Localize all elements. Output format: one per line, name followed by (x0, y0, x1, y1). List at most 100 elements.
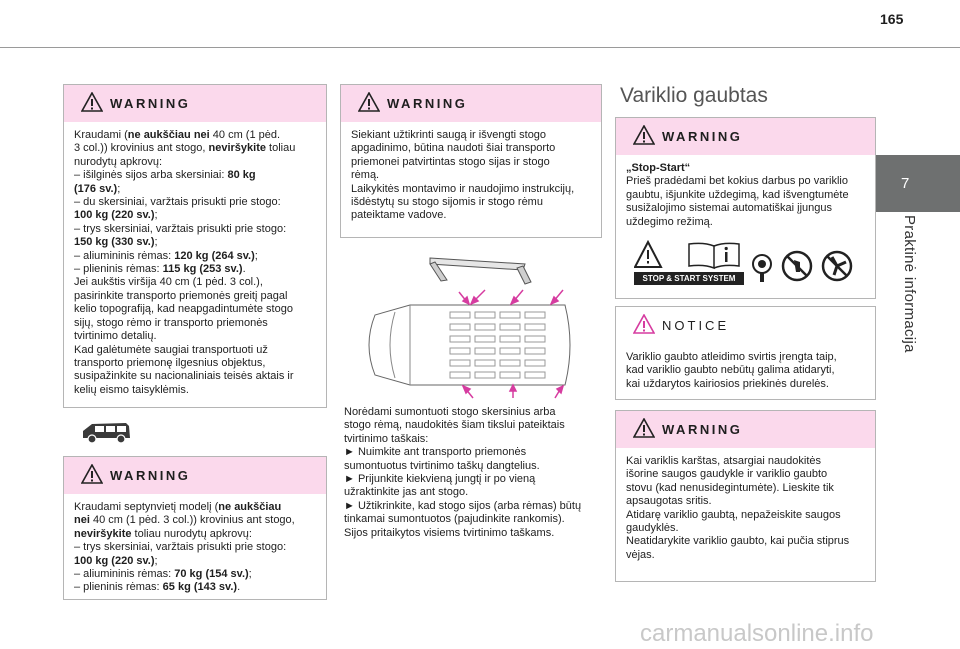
warning-text: „Stop-Start“Prieš pradėdami bet kokius d… (616, 155, 875, 237)
warning-text: Kraudami septynvietį modelį (ne aukščiau… (64, 494, 326, 603)
notice-header: NOTICE (616, 307, 875, 344)
warning-title: WARNING (662, 129, 743, 144)
text-line: išdėstytų su stogo sijomis ir stogo rėmu (351, 196, 543, 209)
text-line: sijų, stogo rėmo ir transporto priemonės (74, 316, 268, 329)
warning-box-seven-seat: WARNING Kraudami septynvietį modelį (ne … (63, 456, 327, 600)
watermark: carmanualsonline.info (640, 620, 874, 647)
text-line: kelių eismo taisyklėmis. (74, 383, 189, 396)
text-line: nurodytų apkrovų: (74, 155, 163, 168)
text-line: priemonei patvirtintas stogo sijas ir st… (351, 155, 550, 168)
warning-triangle-icon (633, 125, 655, 145)
text-line: Neatidarykite variklio gaubto, kai pučia… (626, 535, 850, 548)
text-line: (176 sv.); (74, 182, 121, 195)
warning-triangle-icon (81, 464, 103, 484)
warning-triangle-icon (81, 92, 103, 112)
warning-header: WARNING (64, 85, 326, 122)
text-line: Sijos pritaikytos visiems tvirtinimo taš… (344, 526, 555, 539)
warning-box-stop-start: WARNING „Stop-Start“Prieš pradėdami bet … (615, 117, 876, 299)
text-line: – trys skersiniai, varžtais prisukti pri… (74, 541, 287, 554)
text-line: ► Užtikrinkite, kad stogo sijos (arba rė… (344, 499, 582, 512)
text-line: Kad galėtumėte saugiai transportuoti už (74, 343, 268, 356)
warning-text: Kai variklis karštas, atsargiai naudokit… (616, 448, 875, 570)
seven-seat-van-icon (83, 423, 130, 444)
text-line: apsaugotas sritis. (626, 495, 712, 508)
text-line: uždegimo režimą. (626, 215, 713, 228)
text-line: kelio topografiją, kad neapgadintumėte s… (74, 303, 293, 316)
warning-title: WARNING (110, 468, 191, 483)
text-line: gaudyklės. (626, 522, 679, 535)
warning-triangle-icon (633, 418, 655, 438)
text-line: išorine saugos gaudykle ir variklio gaub… (626, 468, 828, 481)
roof-mounting-illustration (368, 257, 571, 399)
text-line: kad variklio gaubto nebūtų galima atidar… (626, 364, 835, 377)
text-line: 100 kg (220 sv.); (74, 209, 158, 222)
text-line: kai uždarytos kairiosios priekinės durel… (626, 377, 829, 390)
text-line: apgadinimo, būtina naudoti šiai transpor… (351, 142, 556, 155)
text-line: vėjas. (626, 548, 655, 561)
text-line: Jei aukštis viršija 40 cm (1 pėd. 3 col.… (74, 276, 263, 289)
text-line: – aliumininis rėmas: 70 kg (154 sv.); (74, 568, 252, 581)
text-line: Atidarę variklio gaubtą, nepažeiskite sa… (626, 508, 841, 521)
text-line: užraktinkite jas ant stogo. (344, 486, 469, 499)
warning-header: WARNING (341, 85, 601, 122)
text-line: ► Nuimkite ant transporto priemonės (344, 446, 527, 459)
text-line: 100 kg (220 sv.); (74, 554, 158, 567)
notice-box-hood-release: NOTICE Variklio gaubto atleidimo svirtis… (615, 306, 876, 400)
text-line: susižalojimo sistemai automatiškai įjung… (626, 202, 833, 215)
warning-header: WARNING (616, 411, 875, 448)
text-line: – du skersiniai, varžtais prisukti prie … (74, 196, 281, 209)
notice-text: Variklio gaubto atleidimo svirtis įrengt… (616, 344, 875, 399)
text-line: transporto priemonę ilgesnius objektus, (74, 356, 266, 369)
text-line: pasirinkite transporto priemonės greitį … (74, 289, 288, 302)
chapter-number: 7 (901, 175, 910, 192)
chapter-tab: 7 (861, 155, 960, 212)
warning-box-hot-engine: WARNING Kai variklis karštas, atsargiai … (615, 410, 876, 582)
caution-manual-icon (634, 240, 740, 270)
text-line: nei 40 cm (1 pėd. 3 col.)) krovinius ant… (74, 514, 295, 527)
warning-triangle-icon (358, 92, 380, 112)
mounting-instructions: Norėdami sumontuoti stogo skersinius arb… (344, 406, 604, 540)
stop-start-badge: STOP & START SYSTEM (634, 272, 744, 285)
text-line: 3 col.)) krovinius ant stogo, neviršykit… (74, 142, 296, 155)
text-line: ► Prijunkite kiekvieną jungtį ir po vien… (344, 473, 536, 486)
no-touch-fan-icon (752, 250, 853, 282)
warning-box-roof-load: WARNING Kraudami (ne aukščiau nei 40 cm … (63, 84, 327, 408)
text-line: Variklio gaubto atleidimo svirtis įrengt… (626, 351, 837, 363)
page-number: 165 (880, 11, 904, 27)
section-title: Variklio gaubtas (620, 84, 768, 107)
text-line: „Stop-Start“ (626, 162, 691, 174)
text-line: stovu (kad nenusidegintumėte). Lieskite … (626, 481, 834, 494)
chapter-title: Praktinė informacija (901, 215, 918, 353)
warning-text: Kraudami (ne aukščiau nei 40 cm (1 pėd.3… (64, 122, 326, 405)
text-line: tvirtinimo taškais: (344, 432, 429, 445)
header-rule (0, 47, 960, 48)
text-line: tvirtinimo detalių. (74, 330, 157, 343)
text-line: 150 kg (330 sv.); (74, 236, 158, 249)
text-line: gaubtu, išjunkite uždegimą, kad išvengtu… (626, 188, 849, 201)
text-line: Kraudami septynvietį modelį (ne aukščiau (74, 501, 282, 513)
text-line: neviršykite toliau nurodytų apkrovų: (74, 527, 252, 540)
notice-triangle-icon (633, 314, 655, 334)
text-line: – išilginės sijos arba skersiniai: 80 kg (74, 169, 256, 182)
warning-header: WARNING (616, 118, 875, 155)
text-line: – plieninis rėmas: 115 kg (253 sv.). (74, 263, 246, 276)
text-line: Laikykitės montavimo ir naudojimo instru… (351, 182, 575, 195)
warning-text: Siekiant užtikrinti saugą ir išvengti st… (341, 122, 601, 231)
warning-title: WARNING (387, 96, 468, 111)
text-line: – aliumininis rėmas: 120 kg (264 sv.); (74, 249, 258, 262)
warning-title: WARNING (110, 96, 191, 111)
warning-title: WARNING (662, 422, 743, 437)
stop-start-symbols: STOP & START SYSTEM (634, 240, 864, 288)
text-line: susipažinkite su nacionaliniais teisės a… (74, 370, 294, 383)
text-line: stogo rėmą, naudokitės šiam tikslui pate… (344, 419, 565, 432)
text-line: rėmą. (351, 169, 380, 182)
text-line: tinkamai sumontuotos (pajudinkite rankom… (344, 513, 565, 526)
text-line: Kraudami (ne aukščiau nei 40 cm (1 pėd. (74, 129, 281, 141)
text-line: – plieninis rėmas: 65 kg (143 sv.). (74, 581, 241, 594)
warning-box-roof-bars: WARNING Siekiant užtikrinti saugą ir išv… (340, 84, 602, 238)
text-line: Prieš pradėdami bet kokius darbus po var… (626, 175, 848, 188)
notice-title: NOTICE (662, 318, 730, 333)
text-line: Siekiant užtikrinti saugą ir išvengti st… (351, 129, 547, 141)
warning-header: WARNING (64, 457, 326, 494)
text-line: pateiktame vadove. (351, 209, 447, 222)
